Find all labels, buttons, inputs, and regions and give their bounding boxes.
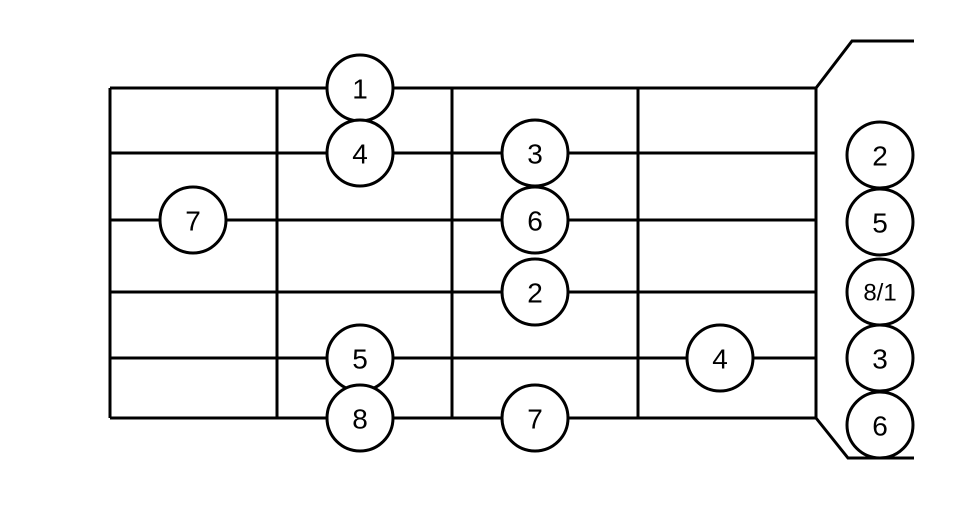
open-note-s3: 5: [845, 187, 915, 257]
note-circle: [845, 390, 915, 460]
fretted-note-s5-f2: 5: [325, 323, 395, 393]
fretted-note-s2-f2: 4: [325, 118, 395, 188]
note-circle: [325, 118, 395, 188]
note-label: 4: [712, 344, 728, 375]
fretted-note-s4-f3: 2: [500, 257, 570, 327]
fretted-note-s5-f4: 4: [685, 323, 755, 393]
note-circle: [685, 323, 755, 393]
headstock-top-edge: [814, 39, 914, 89]
note-label: 6: [527, 206, 543, 237]
fretted-note-s3-f1: 7: [158, 185, 228, 255]
note-circle: [500, 257, 570, 327]
note-label: 4: [352, 139, 368, 170]
open-note-s6: 6: [845, 390, 915, 460]
note-markers: 1 4 3 7 6 2 5 4 8 7 2 5 8/1 3 6: [158, 53, 915, 460]
fretted-note-s1-f2: 1: [325, 53, 395, 123]
note-label: 6: [872, 411, 888, 442]
fretted-note-s6-f2: 8: [325, 383, 395, 453]
note-label: 5: [352, 344, 368, 375]
note-circle: [500, 383, 570, 453]
note-label: 3: [872, 344, 888, 375]
fretted-note-s2-f3: 3: [500, 118, 570, 188]
note-label: 8: [352, 404, 368, 435]
note-circle: [158, 185, 228, 255]
note-label: 5: [872, 208, 888, 239]
headstock-bottom-edge: [814, 417, 914, 460]
open-note-s4: 8/1: [845, 257, 915, 327]
note-label: 7: [185, 206, 201, 237]
note-label: 2: [872, 141, 888, 172]
note-label: 7: [527, 404, 543, 435]
note-label: 1: [352, 74, 368, 105]
note-circle: [845, 187, 915, 257]
fretted-note-s3-f3: 6: [500, 185, 570, 255]
note-label: 2: [527, 278, 543, 309]
open-note-s5: 3: [845, 323, 915, 393]
note-label: 8/1: [863, 280, 896, 307]
note-circle: [500, 185, 570, 255]
fretboard: [108, 39, 914, 460]
note-label: 3: [527, 139, 543, 170]
open-note-s2: 2: [845, 120, 915, 190]
fretted-note-s6-f3: 7: [500, 383, 570, 453]
note-circle: [325, 383, 395, 453]
